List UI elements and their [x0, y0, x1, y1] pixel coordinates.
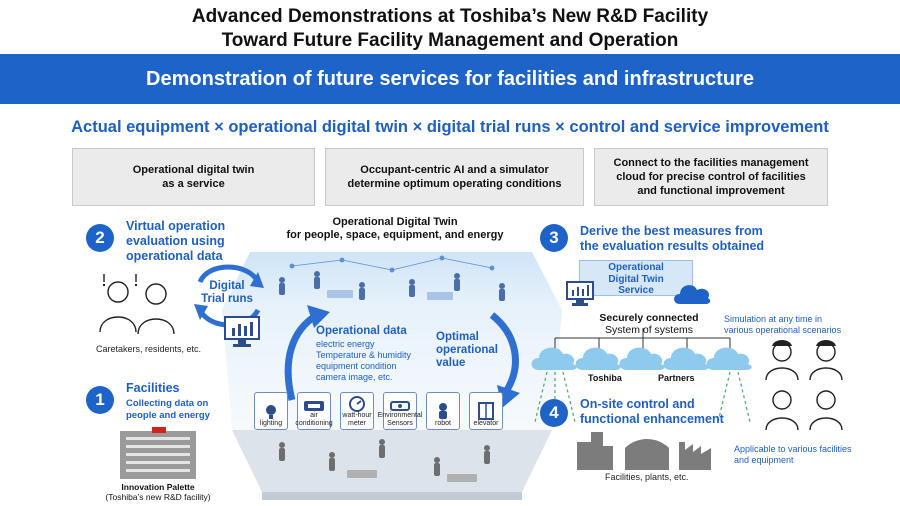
opdata-item: camera image, etc.: [316, 372, 393, 382]
optimal-line-1: Optimal: [436, 331, 479, 343]
step-2-title-line-2: evaluation using: [126, 234, 225, 248]
device-label: watt-hour: [342, 412, 372, 419]
caretakers-caption: Caretakers, residents, etc.: [96, 344, 202, 354]
device-label: meter: [348, 419, 366, 427]
applicable-line-2: and equipment: [734, 455, 794, 465]
step-2-title-line-3: operational data: [126, 249, 223, 263]
cloud-network: [531, 328, 752, 423]
robot-icon: [439, 402, 447, 419]
applicable-note: Applicable to various facilities and equ…: [734, 444, 852, 466]
sim-line-1: Simulation at any time in: [724, 314, 823, 324]
step-3-title-line-2: the evaluation results obtained: [580, 239, 765, 253]
device-elevator: elevator: [469, 392, 503, 430]
device-robot: robot: [426, 392, 460, 430]
top-box-1-line-2: as a service: [162, 178, 225, 190]
subline: Actual equipment × operational digital t…: [71, 118, 829, 136]
digital-twin-title: Operational Digital Twin for people, spa…: [270, 216, 520, 242]
top-box-cloud: Connect to the facilities management clou…: [594, 148, 828, 206]
step-2-number: 2: [86, 224, 114, 252]
secure-line-1: Securely connected: [599, 312, 699, 324]
opdata-item: Temperature & humidity: [316, 350, 412, 360]
opdata-item: equipment condition: [316, 361, 397, 371]
top-box-2-line-1: Occupant-centric AI and a simulator: [360, 164, 549, 176]
top-box-digital-twin: Operational digital twin as a service: [72, 148, 315, 206]
workers-icon: [765, 340, 843, 431]
step-1-desc-line-2: people and energy: [126, 409, 210, 421]
top-box-3-line-1: Connect to the facilities management: [613, 157, 809, 169]
service-monitor-icon: [566, 281, 594, 306]
elevator-icon: [478, 401, 494, 420]
step-3-title: Derive the best measures from the evalua…: [580, 224, 764, 254]
sensor-icon: [390, 401, 410, 411]
trial-line-1: Digital: [209, 280, 245, 292]
top-box-ai-simulator: Occupant-centric AI and a simulator deter…: [325, 148, 584, 206]
digital-twin-title-line-2: for people, space, equipment, and energy: [286, 229, 504, 241]
device-environmental-sensors: Environmental Sensors: [378, 392, 422, 430]
trial-line-2: Trial runs: [201, 293, 253, 305]
facilities-icons: [577, 432, 711, 470]
device-label: lighting: [259, 419, 283, 427]
secure-connect: Securely connected System of systems: [594, 312, 704, 336]
people-icon: [99, 274, 175, 335]
facilities-caption: Facilities, plants, etc.: [605, 472, 689, 482]
optimal-value: Optimal operational value: [436, 331, 498, 370]
step-1-desc-line-1: Collecting data on: [126, 398, 209, 409]
device-watt-hour-meter: watt-hour meter: [340, 392, 374, 430]
optimal-line-3: value: [436, 357, 466, 369]
title-line-1: Advanced Demonstrations at Toshiba’s New…: [191, 6, 709, 27]
applicable-line-1: Applicable to various facilities: [734, 444, 852, 454]
top-box-3-line-3: and functional improvement: [637, 185, 785, 197]
innovation-palette-caption: Innovation Palette (Toshiba’s new R&D fa…: [94, 482, 222, 502]
banner: Demonstration of future services for fac…: [0, 54, 900, 104]
top-box-1-line-1: Operational digital twin: [132, 164, 255, 176]
device-lighting: lighting: [254, 392, 288, 430]
step-4-title-line-2: functional enhancement: [580, 412, 724, 426]
step-4-title-line-1: On-site control and: [580, 397, 695, 411]
service-line-1: Operational: [608, 262, 664, 273]
device-label: conditioning: [295, 419, 333, 427]
top-box-2-line-2: determine optimum operating conditions: [347, 178, 562, 190]
step-2-title-line-1: Virtual operation: [126, 219, 226, 233]
toshiba-label: Toshiba: [588, 373, 622, 383]
digital-trial-runs-label: Digital Trial runs: [197, 280, 257, 306]
step-3-number: 3: [540, 224, 568, 252]
optimal-line-2: operational: [436, 344, 498, 356]
meter-icon: [349, 396, 365, 412]
device-label: robot: [435, 419, 451, 427]
device-row: lighting air conditioning watt-hour mete…: [254, 392, 503, 430]
cloud-icon: [674, 285, 711, 304]
opdata-item: electric energy: [316, 339, 375, 349]
service-box: Operational Digital Twin Service: [579, 260, 693, 296]
innovation-palette-line-1: Innovation Palette: [121, 482, 195, 492]
step-2-title: Virtual operation evaluation using opera…: [126, 219, 225, 264]
device-label: air: [310, 412, 318, 419]
simulation-note: Simulation at any time in various operat…: [724, 314, 841, 336]
operational-data-title: Operational data: [316, 325, 407, 337]
service-line-3: Service: [618, 285, 654, 296]
partners-label: Partners: [658, 373, 695, 383]
title-line-2: Toward Future Facility Management and Op…: [221, 30, 679, 51]
device-label: Sensors: [387, 419, 413, 427]
step-4-title: On-site control and functional enhanceme…: [580, 397, 724, 427]
device-label: elevator: [473, 419, 499, 427]
innovation-palette-line-2: (Toshiba’s new R&D facility): [105, 492, 211, 502]
lightbulb-icon: [266, 404, 276, 419]
building-icon: [120, 427, 196, 479]
step-3-title-line-1: Derive the best measures from: [580, 224, 763, 238]
device-label: Environmental: [377, 412, 423, 419]
service-line-2: Digital Twin: [608, 273, 664, 285]
top-box-3-line-2: cloud for precise control of facilities: [616, 171, 806, 183]
monitor-icon: [224, 316, 260, 347]
step-1-title: Facilities: [126, 381, 180, 395]
device-air-conditioning: air conditioning: [295, 392, 333, 430]
step-1-desc: Collecting data on people and energy: [126, 398, 210, 421]
digital-twin-title-line-1: Operational Digital Twin: [332, 216, 458, 228]
step-4-number: 4: [540, 399, 568, 427]
step-1-number: 1: [86, 386, 114, 414]
sim-line-2: various operational scenarios: [724, 325, 842, 335]
operational-data: Operational data electric energy Tempera…: [316, 324, 411, 383]
air-conditioner-icon: [304, 401, 324, 411]
secure-line-2: System of systems: [604, 324, 694, 336]
